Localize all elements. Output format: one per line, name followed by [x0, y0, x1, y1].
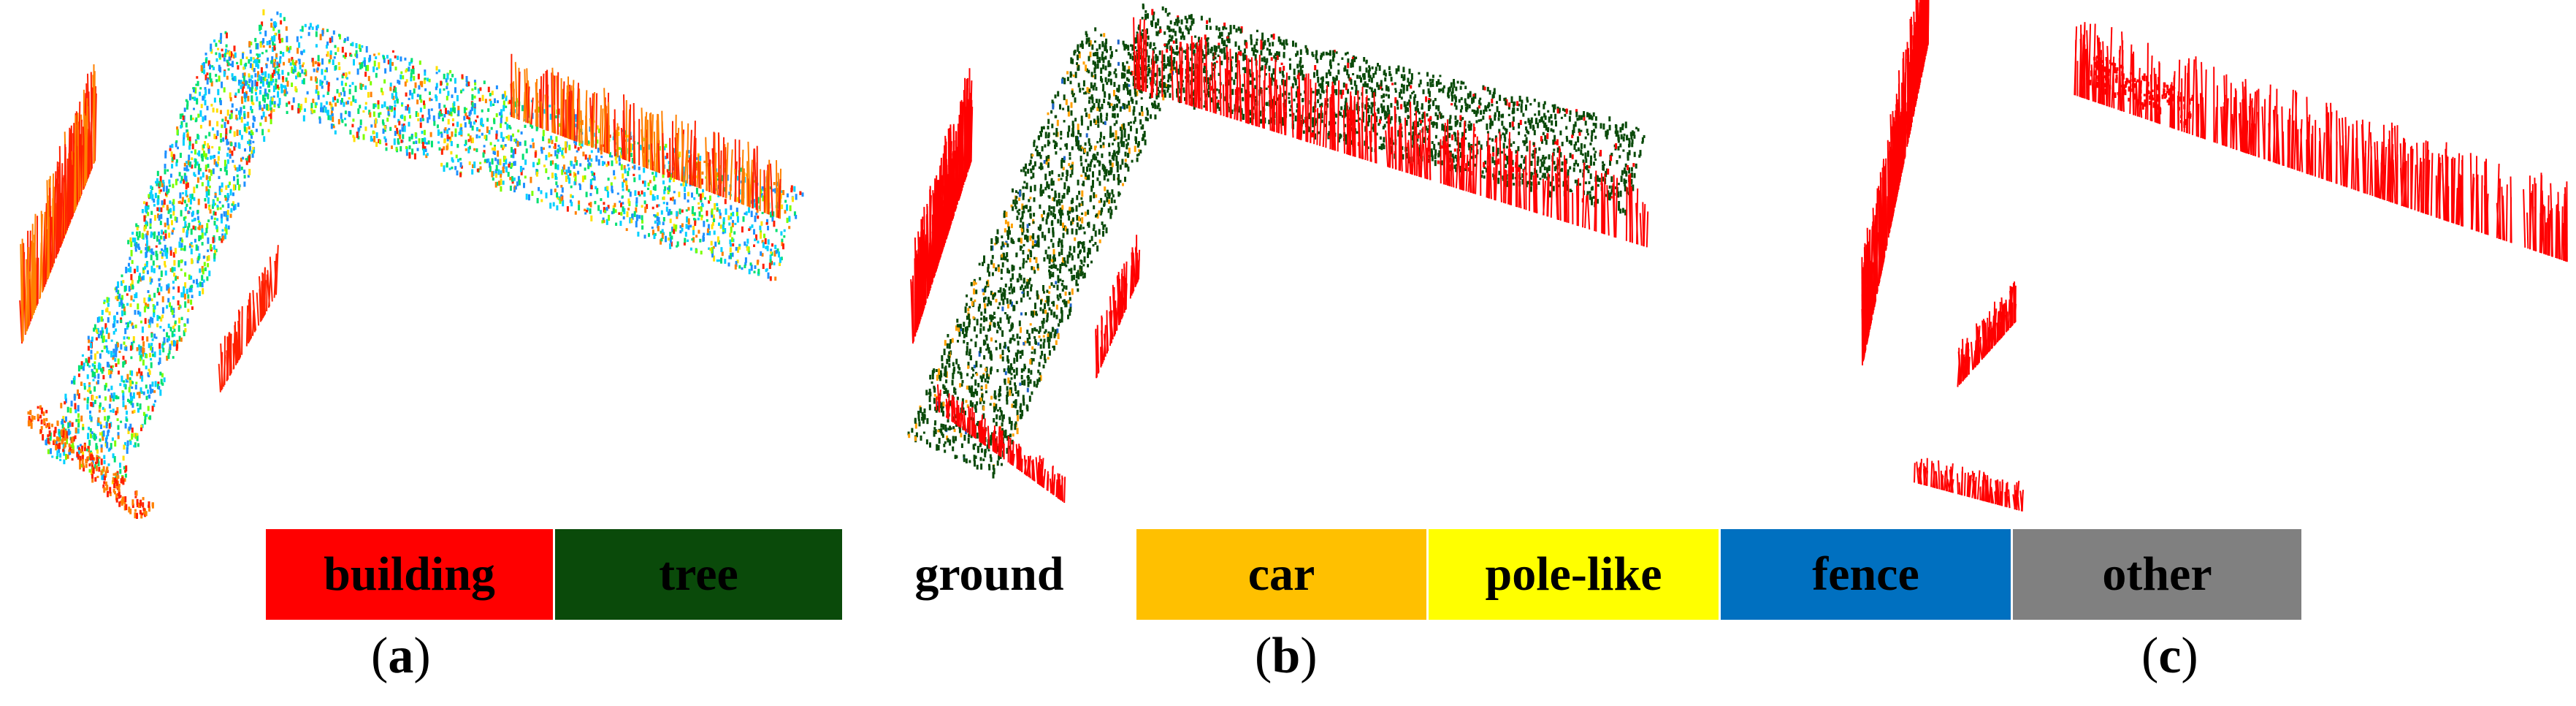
legend-label: fence [1812, 547, 1919, 601]
caption-a: (a) [371, 628, 431, 684]
facade-center [1095, 235, 1141, 379]
facade-left [1861, 0, 1930, 365]
panel-b-point-cloud-classified [891, 0, 1709, 519]
facade-top-right [1133, 17, 1649, 248]
corner-bottom [27, 405, 154, 519]
point-cloud-classified [907, 3, 1649, 504]
caption-b-letter: b [1272, 628, 1301, 684]
legend-label: tree [659, 547, 738, 601]
roof-top [2086, 56, 2194, 128]
legend-label: pole-like [1485, 547, 1662, 601]
caption-b: (b) [1255, 628, 1318, 684]
facade-left [910, 68, 974, 344]
facade-top-right [2074, 22, 2568, 262]
point-cloud-height-colored [19, 9, 804, 519]
class-legend: building tree ground car pole-like fence… [266, 529, 2304, 620]
legend-label: ground [914, 547, 1064, 601]
point-cloud-buildings-only [1861, 0, 2568, 512]
legend-fence: fence [1721, 529, 2013, 620]
facade-center [1957, 281, 2017, 387]
legend-pole-like: pole-like [1429, 529, 1721, 620]
caption-a-letter: a [388, 628, 414, 684]
legend-building: building [266, 529, 555, 620]
legend-label: other [2102, 547, 2212, 601]
corner-bottom [936, 384, 1066, 504]
legend-tree: tree [555, 529, 844, 620]
legend-label: car [1247, 547, 1315, 601]
legend-other: other [2013, 529, 2304, 620]
legend-ground: ground [844, 529, 1136, 620]
legend-label: building [324, 547, 495, 601]
facade-left [19, 64, 97, 344]
street-arm-b [240, 9, 804, 281]
street-arm-b [1124, 3, 1646, 216]
panel-c-point-cloud-buildings [1782, 0, 2576, 519]
panel-a-point-cloud-height [0, 0, 833, 519]
facade-center [218, 245, 279, 392]
facade-top-right [510, 53, 781, 219]
corner-bottom [1914, 458, 2024, 512]
legend-car: car [1136, 529, 1429, 620]
caption-c-letter: c [2158, 628, 2182, 684]
street-arm-a [45, 31, 298, 485]
caption-c: (c) [2141, 628, 2198, 684]
